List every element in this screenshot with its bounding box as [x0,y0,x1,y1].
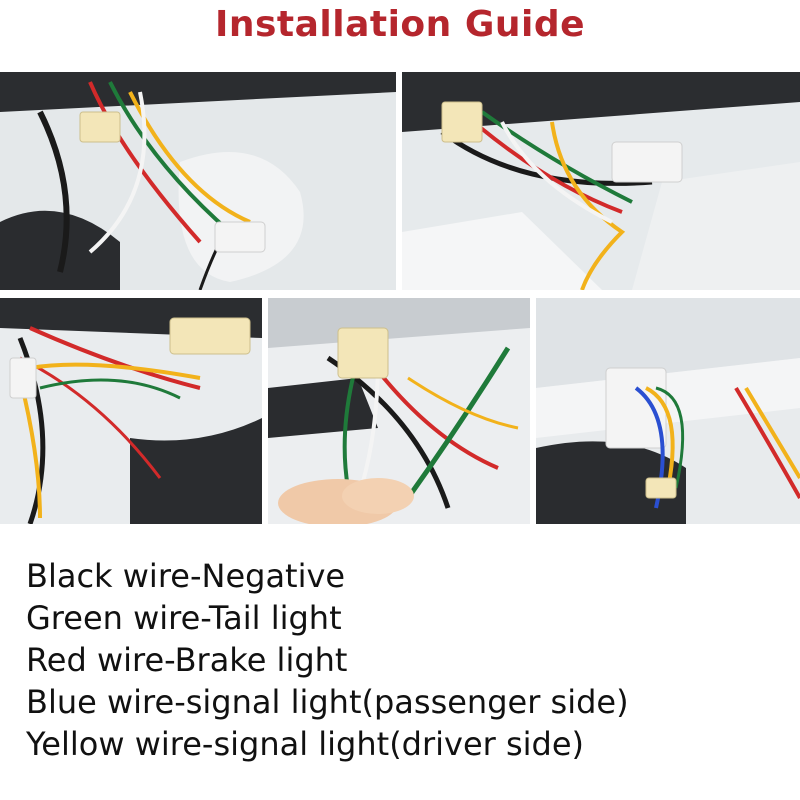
legend-black-wire: Black wire-Negative [26,557,346,595]
installation-photo-2 [402,72,800,290]
legend-blue-wire: Blue wire-signal light(passenger side) [26,683,629,721]
legend-green-wire: Green wire-Tail light [26,599,342,637]
legend-yellow-wire: Yellow wire-signal light(driver side) [26,725,585,763]
wire-legend: Black wire-Negative Green wire-Tail ligh… [26,555,786,765]
installation-photo-4 [268,298,530,524]
page-title: Installation Guide [214,4,586,45]
installation-photo-3 [0,298,262,524]
installation-photo-1 [0,72,396,290]
installation-photo-5 [536,298,800,524]
legend-red-wire: Red wire-Brake light [26,641,348,679]
